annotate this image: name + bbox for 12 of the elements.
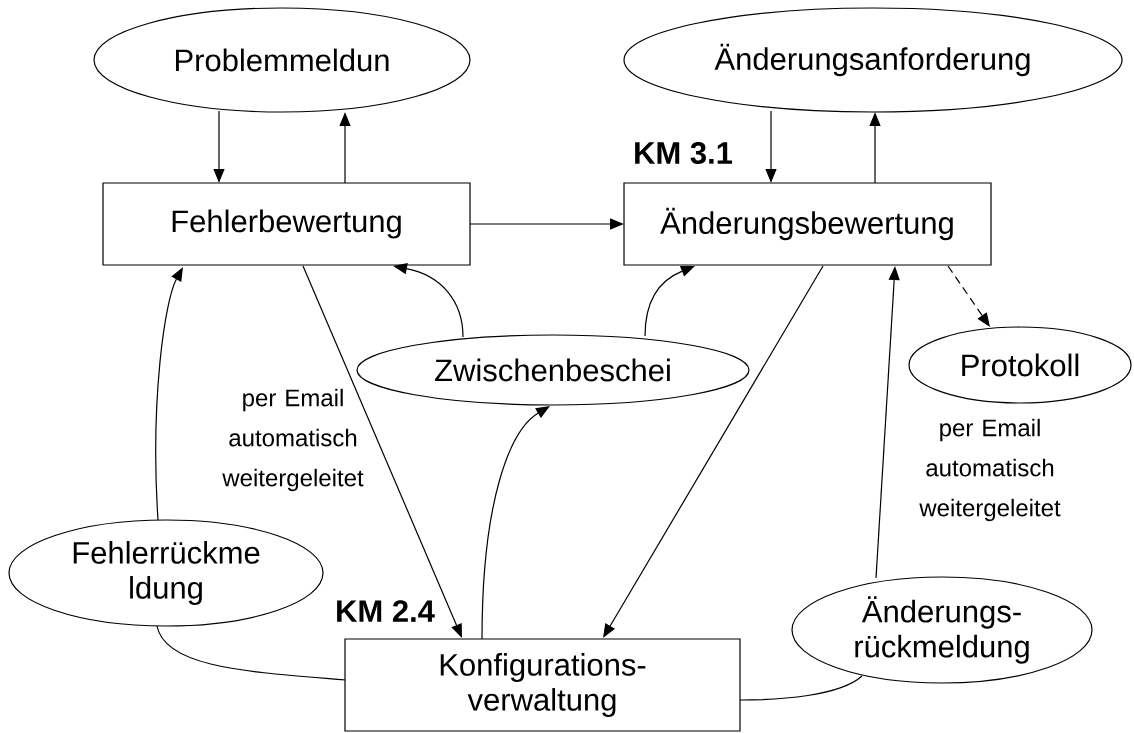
arrow — [603, 265, 824, 638]
arrow — [481, 406, 550, 640]
node-caption: KM 3.1 — [635, 142, 733, 164]
arrow — [155, 267, 183, 521]
edge-label: per Email automatisch weitergeleitet — [919, 418, 1061, 522]
arrow — [302, 265, 462, 638]
process-box: Änderungsbewertung — [623, 182, 992, 266]
arrow — [947, 265, 990, 327]
node-caption: KM 2.4 — [337, 600, 435, 622]
arrow — [644, 265, 695, 337]
process-box: Fehlerbewertung — [102, 182, 471, 266]
process-box: Konfigurations- verwaltung — [344, 638, 741, 732]
